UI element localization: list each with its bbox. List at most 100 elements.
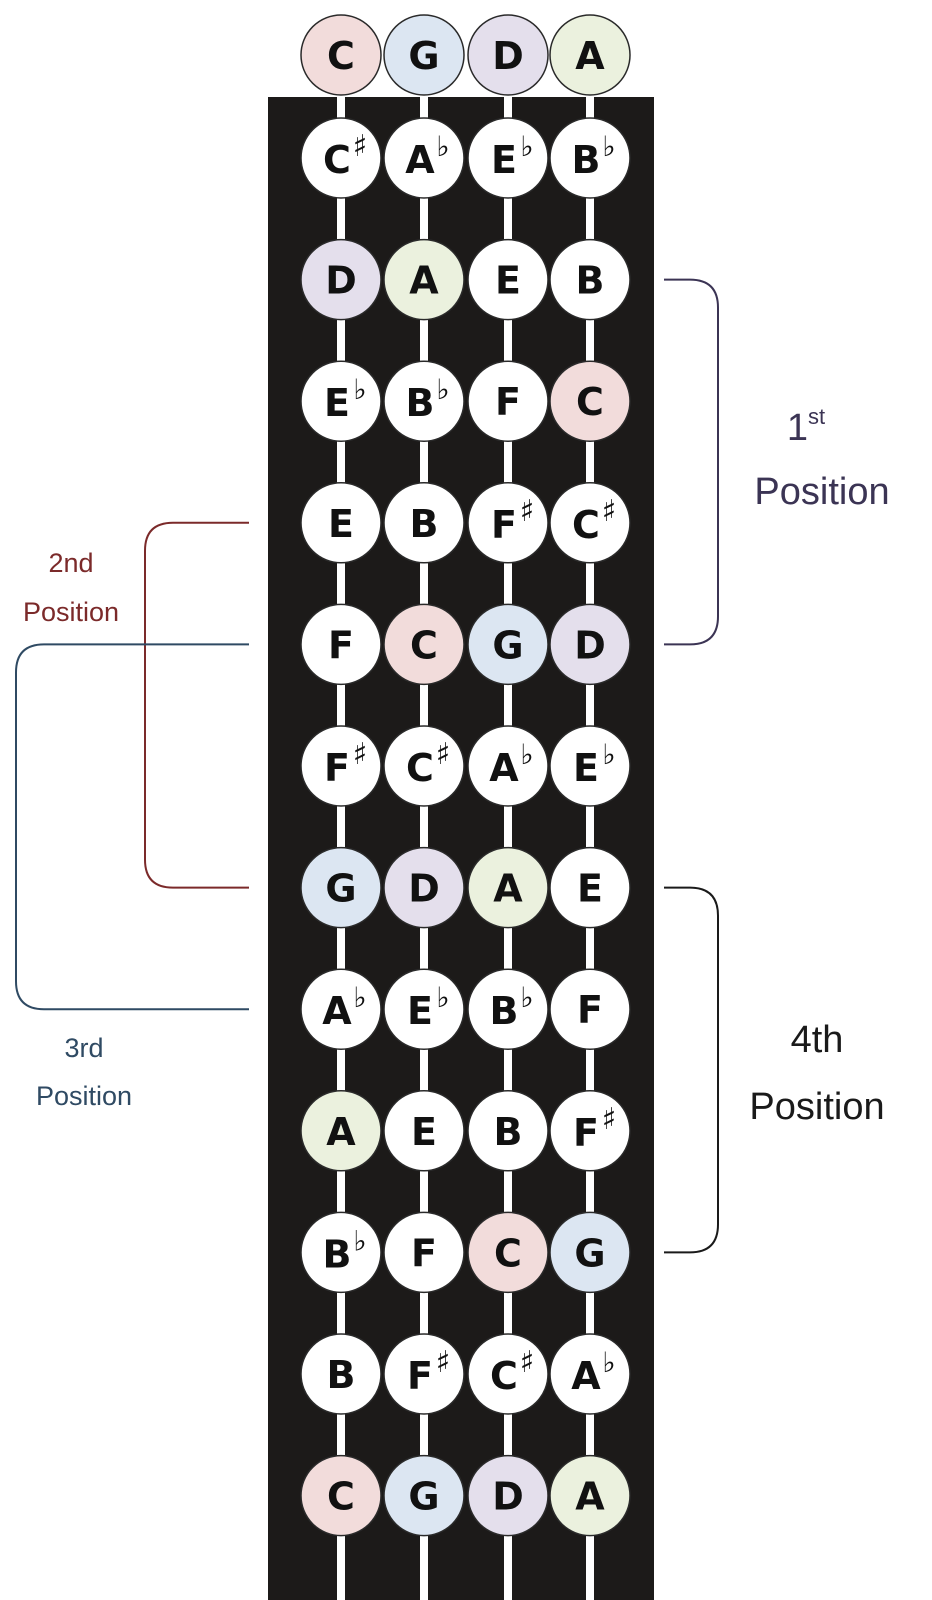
open-string-4-letter: A (575, 34, 605, 78)
note-row5-string4-letter: D (574, 623, 606, 667)
note-row5-string3-circle (467, 603, 549, 686)
note-row10-string1-circle (300, 1211, 382, 1294)
note-row11-string4-accidental: ♭ (602, 1346, 615, 1379)
note-row6-string1: F♯ (300, 725, 382, 807)
open-string-2-circle (383, 14, 465, 96)
open-string-2-letter: G (408, 34, 439, 78)
note-row2-string2-letter: A (409, 259, 439, 303)
note-row2-string3-letter: E (495, 259, 521, 303)
note-row10-string2-circle (383, 1211, 465, 1294)
first-position-label: 1st (787, 404, 825, 449)
note-row3-string2-letter: B (406, 381, 435, 425)
note-row8-string2: E♭ (383, 968, 465, 1050)
note-row2-string2-circle (383, 238, 465, 321)
note-row9-string2: E (383, 1090, 465, 1172)
note-row7-string1: G (300, 846, 382, 929)
note-row4-string2-letter: B (410, 502, 439, 546)
open-string-3-letter: D (492, 34, 524, 78)
third-position-bracket (15, 643, 249, 1011)
note-row3-string1-circle (300, 360, 382, 442)
note-row10-string1-letter: B (323, 1232, 352, 1276)
note-row10-string3-circle (467, 1211, 549, 1294)
note-row11-string2-letter: F (407, 1354, 433, 1398)
strings-group (337, 55, 594, 1600)
note-row10-string1-accidental: ♭ (353, 1224, 366, 1257)
note-row6-string3-accidental: ♭ (520, 738, 533, 771)
note-row7-string2: D (383, 846, 465, 929)
note-row9-string4-letter: F (573, 1111, 599, 1155)
note-row7-string2-circle (383, 846, 465, 929)
note-row11-string3-accidental: ♯ (520, 1345, 535, 1380)
note-row6-string1-circle (300, 725, 382, 807)
note-row11-string1-letter: B (327, 1353, 356, 1397)
note-row12-string1-letter: C (327, 1475, 355, 1519)
note-row1-string3-letter: E (491, 138, 517, 182)
note-row11-string1-circle (300, 1333, 382, 1415)
note-row7-string3-letter: A (493, 867, 523, 911)
note-row8-string3-letter: B (490, 989, 519, 1033)
note-row4-string3: F♯ (467, 482, 549, 564)
note-row4-string2-circle (383, 482, 465, 564)
note-row3-string1: E♭ (300, 360, 382, 442)
note-row8-string4: F (549, 968, 631, 1050)
note-row7-string3-circle (467, 846, 549, 929)
note-row4-string4-letter: C (572, 503, 600, 547)
note-row2-string1-letter: D (325, 259, 357, 303)
note-row12-string1: C (300, 1454, 382, 1537)
note-row3-string3-letter: F (495, 380, 521, 424)
note-row2-string4-circle (549, 238, 631, 321)
note-row2-string4-letter: B (576, 259, 605, 303)
first-position-word: Position (754, 471, 889, 513)
note-row6-string3-letter: A (489, 746, 519, 790)
note-row1-string4-accidental: ♭ (602, 130, 615, 163)
note-row9-string1-circle (300, 1090, 382, 1172)
note-row5-string3: G (467, 603, 549, 686)
open-string-3: D (467, 14, 549, 96)
note-row4-string1: E (300, 482, 382, 564)
note-row9-string2-circle (383, 1090, 465, 1172)
note-row10-string2-letter: F (411, 1231, 437, 1275)
note-row6-string1-accidental: ♯ (353, 737, 368, 772)
note-row6-string3: A♭ (467, 725, 549, 807)
note-row12-string3-letter: D (492, 1475, 524, 1519)
note-row4-string1-circle (300, 482, 382, 564)
note-row8-string2-circle (383, 968, 465, 1050)
note-row11-string3: C♯ (467, 1333, 549, 1415)
note-row9-string4-accidental: ♯ (602, 1102, 617, 1137)
note-row11-string3-circle (467, 1333, 549, 1415)
string-1 (337, 55, 345, 1600)
note-row3-string2-accidental: ♭ (436, 373, 449, 406)
string-3 (504, 55, 512, 1600)
note-row12-string2-letter: G (408, 1475, 439, 1519)
note-row12-string2-circle (383, 1454, 465, 1537)
note-row4-string3-letter: F (491, 503, 517, 547)
note-row9-string3-letter: B (494, 1110, 523, 1154)
note-row12-string3-circle (467, 1454, 549, 1537)
open-string-1-letter: C (327, 34, 355, 78)
second-position-bracket (144, 521, 249, 889)
note-row2-string1: D (300, 238, 382, 321)
note-row1-string2-accidental: ♭ (436, 130, 449, 163)
note-row2-string4: B (549, 238, 631, 321)
note-row1-string4-circle (549, 117, 631, 199)
note-row4-string4-circle (549, 482, 631, 564)
note-row3-string1-letter: E (324, 381, 350, 425)
note-row6-string4: E♭ (549, 725, 631, 807)
note-row10-string4-letter: G (574, 1231, 605, 1275)
note-row11-string4-circle (549, 1333, 631, 1415)
note-row9-string3: B (467, 1090, 549, 1172)
note-row11-string4-letter: A (571, 1354, 601, 1398)
note-row6-string4-circle (549, 725, 631, 807)
note-row6-string2-accidental: ♯ (436, 737, 451, 772)
position-brackets (15, 278, 719, 1254)
note-row10-string3-letter: C (494, 1231, 522, 1275)
note-row4-string4: C♯ (549, 482, 631, 564)
note-row1-string2: A♭ (383, 117, 465, 199)
note-row7-string2-letter: D (408, 867, 440, 911)
note-row8-string4-circle (549, 968, 631, 1050)
note-row3-string3: F (467, 360, 549, 442)
note-row9-string2-letter: E (411, 1110, 437, 1154)
note-row5-string3-letter: G (492, 623, 523, 667)
note-row6-string2: C♯ (383, 725, 465, 807)
